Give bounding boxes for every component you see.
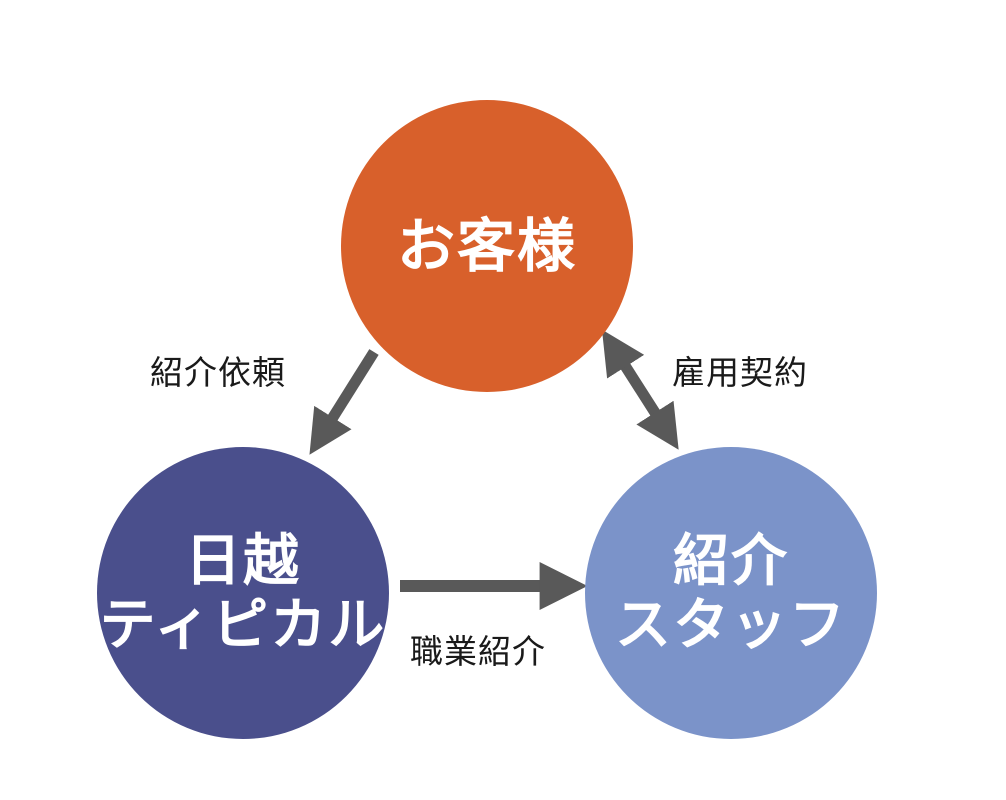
edge-label-referral-request: 紹介依頼 <box>150 353 286 392</box>
customer-node: お客様 <box>341 100 633 392</box>
staff-node: 紹介 スタッフ <box>585 447 877 739</box>
edge-label-job-referral: 職業紹介 <box>410 632 546 671</box>
arrow-referral-request <box>309 349 379 455</box>
company-label-line-1: 日越 <box>185 527 301 594</box>
arrow-employment-contract <box>601 329 679 450</box>
company-node: 日越 ティピカル <box>97 447 389 739</box>
company-label-line-2: ティピカル <box>99 592 387 658</box>
customer-label: お客様 <box>396 211 577 280</box>
staff-label-line-1: 紹介 <box>673 527 789 594</box>
edge-label-employment-contract: 雇用契約 <box>672 353 808 392</box>
staff-label-line-2: スタッフ <box>615 592 847 658</box>
